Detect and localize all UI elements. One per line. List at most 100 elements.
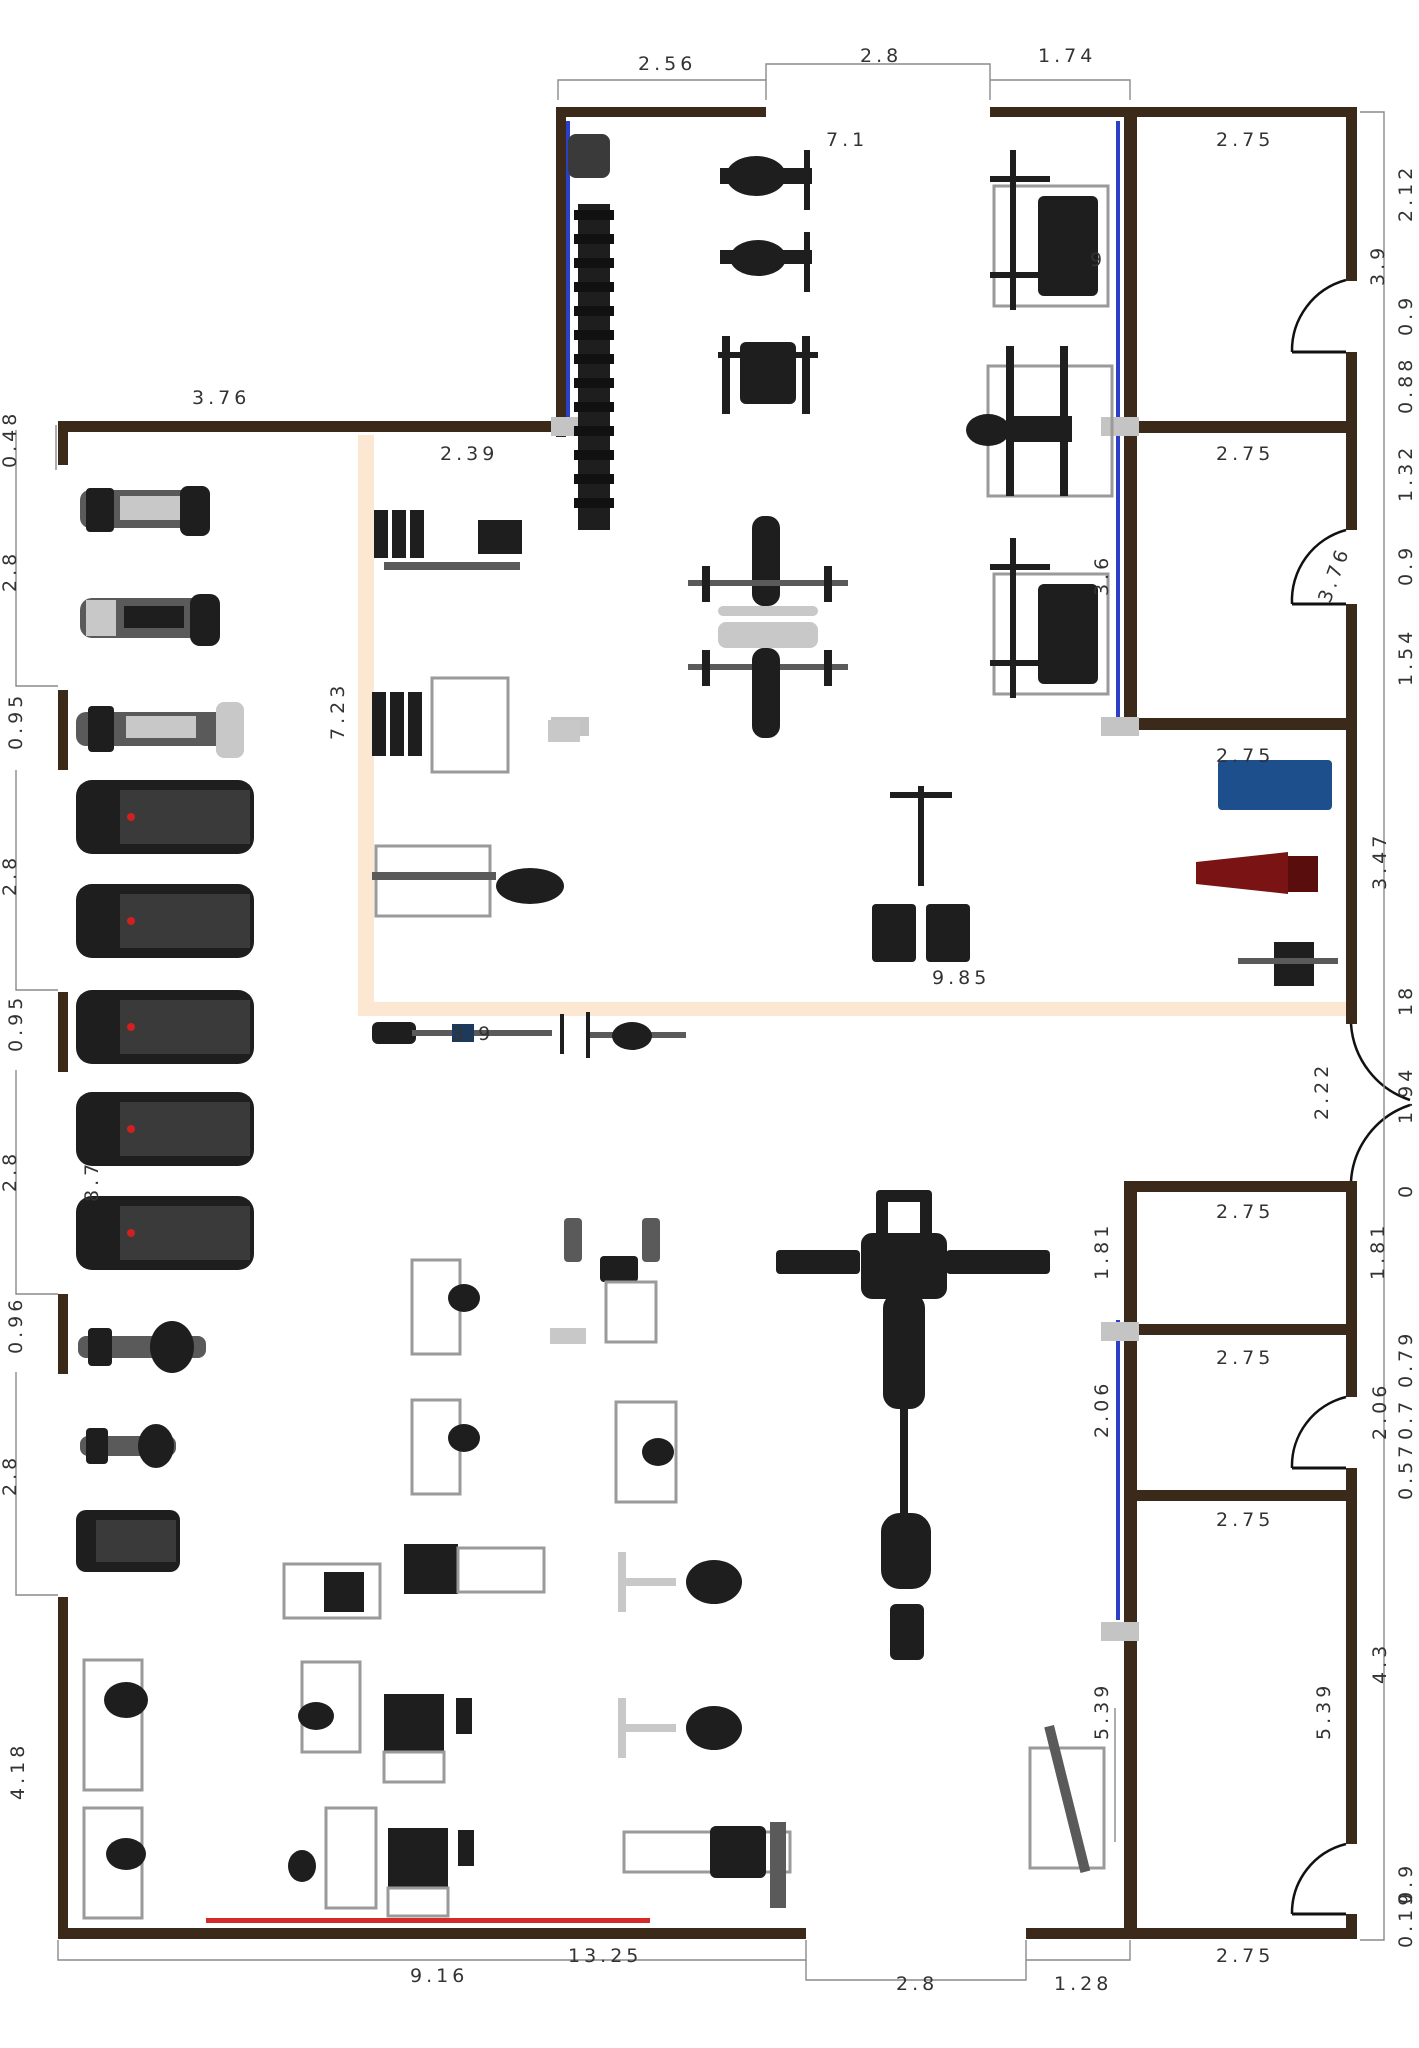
bench-icon[interactable]	[718, 336, 818, 414]
weight-machine-icon[interactable]	[550, 1218, 660, 1344]
mirror-strips	[566, 121, 1120, 1620]
dim-right-1-81: 1.81	[1367, 1222, 1389, 1280]
squat-rack-icon[interactable]	[966, 346, 1114, 498]
dim-top-2-8: 2.8	[860, 45, 902, 67]
dim-left-0-95-b: 0.95	[5, 994, 27, 1052]
elliptical-icon[interactable]	[80, 594, 220, 646]
dim-right-2-12: 2.12	[1395, 164, 1417, 222]
door-swing-icon[interactable]	[1290, 1395, 1347, 1470]
walls	[58, 107, 1357, 1939]
dim-bike-3-9: 3.9	[452, 1023, 494, 1045]
dim-top-7-1: 7.1	[826, 129, 868, 151]
dim-zone-9-85: 9.85	[932, 967, 990, 989]
exercise-bike-icon[interactable]	[80, 1424, 176, 1468]
dim-zone-7-23: 7.23	[327, 682, 349, 740]
dim-mid-1-81: 1.81	[1091, 1222, 1113, 1280]
squat-rack-icon[interactable]	[990, 150, 1110, 310]
bench-icon[interactable]	[1196, 852, 1318, 894]
weight-machine-icon[interactable]	[622, 1822, 792, 1908]
dim-right-0: 0	[1395, 1182, 1417, 1198]
dim-mid-2-06: 2.06	[1091, 1380, 1113, 1438]
dim-left-3-76: 3.76	[192, 387, 250, 409]
rowing-machine-icon[interactable]	[372, 1014, 564, 1054]
dim-room-f-2-75: 2.75	[1216, 1509, 1274, 1531]
treadmill-icon[interactable]	[76, 1196, 254, 1270]
treadmill-icon[interactable]	[76, 1092, 254, 1166]
dim-right-0-9-b: 0.9	[1395, 544, 1417, 586]
weight-machine-icon[interactable]	[372, 844, 564, 918]
dim-room-b-2-75: 2.75	[1216, 443, 1274, 465]
dim-right-0-9-a: 0.9	[1395, 294, 1417, 336]
weight-machine-icon[interactable]	[386, 1828, 474, 1918]
dim-right-3-47: 3.47	[1369, 832, 1391, 890]
dim-room-a-2-75: 2.75	[1216, 129, 1274, 151]
cable-crossover-icon[interactable]	[776, 1190, 1050, 1660]
dim-room-f-5-39: 5.39	[1313, 1682, 1335, 1740]
dim-left-8-7: 8.7	[81, 1160, 103, 1202]
floor-mat	[206, 1918, 650, 1923]
door-swing-icon[interactable]	[1290, 278, 1347, 354]
door-swing-icon[interactable]	[1290, 1842, 1347, 1916]
weight-machine-icon[interactable]	[404, 1544, 546, 1594]
treadmill-icon[interactable]	[76, 780, 254, 854]
weight-machine-icon[interactable]	[1238, 942, 1338, 986]
weight-machine-icon[interactable]	[614, 1400, 678, 1504]
bench-press-icon[interactable]	[688, 516, 848, 616]
dim-right-0-88: 0.88	[1395, 356, 1417, 414]
weight-machine-icon[interactable]	[82, 1658, 148, 1792]
dim-right-0-7: 0.7	[1395, 1398, 1417, 1440]
dim-right-0-19: 0.19	[1395, 1890, 1417, 1948]
door-swing-icon[interactable]	[1290, 528, 1347, 606]
door-swing-icon[interactable]	[1349, 1023, 1411, 1182]
free-weights-zone	[358, 435, 1352, 1016]
dim-wall-9-note: 9	[1090, 249, 1106, 271]
dim-room-d-2-75: 2.75	[1216, 1201, 1274, 1223]
weight-machine-icon[interactable]	[382, 1694, 472, 1784]
treadmill-icon[interactable]	[76, 884, 254, 958]
exercise-bike-icon[interactable]	[586, 1012, 686, 1058]
dim-room-e-2-06: 2.06	[1369, 1382, 1391, 1440]
dim-right-0-79: 0.79	[1395, 1330, 1417, 1388]
dim-left-4-18: 4.18	[7, 1742, 29, 1800]
dim-room-e-2-75: 2.75	[1216, 1347, 1274, 1369]
elliptical-icon[interactable]	[80, 486, 210, 536]
bench-icon[interactable]	[720, 232, 812, 292]
dim-right-18: 18	[1395, 984, 1417, 1016]
dumbbell-rack-icon[interactable]	[568, 134, 614, 530]
dim-right-1-94: 1.94	[1395, 1066, 1417, 1124]
leg-press-icon[interactable]	[872, 786, 970, 962]
weight-machine-icon[interactable]	[82, 1806, 146, 1920]
dim-mid-3-6: 3.6	[1091, 554, 1113, 596]
dim-mid-5-39: 5.39	[1091, 1682, 1113, 1740]
weight-machine-icon[interactable]	[410, 1258, 480, 1356]
bench-icon[interactable]	[720, 150, 812, 210]
rowing-machine-icon[interactable]	[76, 1510, 180, 1572]
weight-machine-icon[interactable]	[298, 1660, 362, 1754]
dim-left-2-8-b: 2.8	[0, 854, 21, 896]
exercise-bike-icon[interactable]	[78, 1321, 206, 1373]
treadmill-icon[interactable]	[76, 990, 254, 1064]
weight-machine-icon[interactable]	[374, 510, 522, 570]
dim-top-2-56: 2.56	[638, 53, 696, 75]
weight-machine-icon[interactable]	[618, 1552, 742, 1612]
dim-right-3-9: 3.9	[1367, 244, 1389, 286]
bench-blue[interactable]	[1218, 760, 1332, 810]
weight-machine-icon[interactable]	[372, 676, 580, 774]
weight-machine-icon[interactable]	[288, 1806, 378, 1910]
squat-rack-icon[interactable]	[990, 538, 1110, 698]
elliptical-icon[interactable]	[76, 702, 244, 758]
dim-left-2-8-d: 2.8	[0, 1454, 21, 1496]
leg-press-icon[interactable]	[1028, 1724, 1106, 1873]
dimension-lines	[15, 63, 1385, 1981]
dim-bottom-2-8: 2.8	[896, 1973, 938, 1995]
weight-machine-icon[interactable]	[410, 1398, 480, 1496]
weight-machine-icon[interactable]	[282, 1562, 382, 1620]
bench-press-icon[interactable]	[688, 622, 848, 738]
dim-left-0-48: 0.48	[0, 410, 21, 468]
dim-right-1-54: 1.54	[1395, 628, 1417, 686]
weight-machine-icon[interactable]	[618, 1698, 742, 1758]
dim-left-0-95-a: 0.95	[5, 692, 27, 750]
dim-room-c-2-75: 2.75	[1216, 745, 1274, 767]
dim-left-2-8-c: 2.8	[0, 1150, 21, 1192]
